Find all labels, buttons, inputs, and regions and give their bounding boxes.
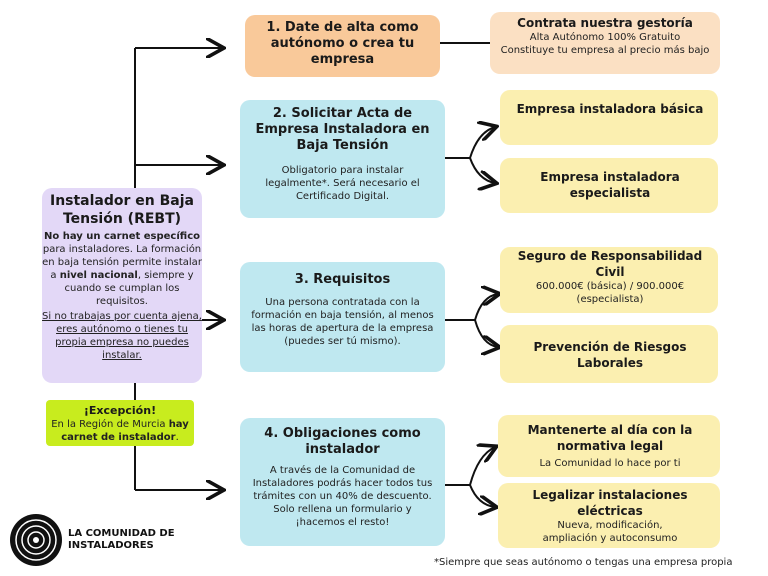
normativa-background [498, 415, 720, 477]
main-box-background [42, 188, 202, 383]
step-2-title: 2. Solicitar Acta de Empresa Instaladora… [255, 106, 430, 153]
exception-box: ¡Excepción! En la Región de Murcia hay c… [50, 404, 190, 444]
basica-background [500, 90, 718, 145]
exception-title: ¡Excepción! [83, 404, 157, 417]
main-paragraph-1: No hay un carnet específico para instala… [42, 231, 202, 307]
especialista-background [500, 158, 718, 213]
seguro-background [500, 247, 718, 313]
legalizar-box: Legalizar instalaciones eléctricas Nueva… [510, 487, 710, 545]
main-paragraph-2: Si no trabajas por cuenta ajena, eres au… [42, 311, 202, 361]
step-3-background [240, 262, 445, 372]
step-4-box: 4. Obligaciones como instalador A través… [250, 426, 435, 529]
gestoria-title: Contrata nuestra gestoría [517, 16, 693, 30]
prevencion-background [500, 325, 718, 383]
legalizar-text: Nueva, modificación, ampliación y autoco… [542, 520, 678, 544]
footnote: *Siempre que seas autónomo o tengas una … [434, 557, 733, 568]
legalizar-title: Legalizar instalaciones eléctricas [532, 488, 688, 518]
step-4-title: 4. Obligaciones como instalador [264, 426, 421, 457]
step-3-box: 3. Requisitos Una persona contratada con… [250, 272, 435, 348]
seguro-box: Seguro de Responsabilidad Civil 600.000€… [510, 248, 710, 306]
seguro-text: 600.000€ (básica) / 900.000€ (especialis… [535, 281, 685, 305]
legalizar-background [498, 483, 720, 548]
step-4-text: A través de la Comunidad de Instaladores… [252, 465, 433, 528]
gestoria-background [490, 12, 720, 74]
gestoria-line-2: Constituye tu empresa al precio más bajo [500, 45, 710, 56]
step-2-background [240, 100, 445, 218]
normativa-title: Mantenerte al día con la normativa legal [527, 423, 693, 453]
logo-text: LA COMUNIDAD DE INSTALADORES [68, 528, 175, 551]
exception-text: En la Región de Murcia hay carnet de ins… [51, 419, 189, 443]
prevencion-title: Prevención de Riesgos Laborales [533, 340, 687, 370]
step-3-text: Una persona contratada con la formación … [251, 297, 434, 347]
gestoria-box: Contrata nuestra gestoría Alta Autónomo … [495, 15, 715, 57]
exception-background [46, 400, 194, 446]
step-2-text: Obligatorio para instalar legalmente*. S… [265, 165, 420, 202]
logo-icon [10, 514, 62, 566]
step-3-title: 3. Requisitos [294, 272, 391, 287]
especialista-title: Empresa instaladora especialista [540, 170, 680, 200]
basica-title: Empresa instaladora básica [516, 102, 704, 116]
step-2-box: 2. Solicitar Acta de Empresa Instaladora… [250, 106, 435, 203]
gestoria-line-1: Alta Autónomo 100% Gratuito [529, 32, 681, 43]
step-1-background [245, 15, 440, 77]
normativa-text: La Comunidad lo hace por ti [539, 458, 681, 469]
seguro-title: Seguro de Responsabilidad Civil [517, 249, 703, 279]
step-4-background [240, 418, 445, 546]
main-box: Instalador en Baja Tensión (REBT) No hay… [42, 192, 202, 362]
step-1-title: 1. Date de alta como autónomo o crea tu … [266, 20, 419, 67]
normativa-box: Mantenerte al día con la normativa legal… [510, 422, 710, 470]
main-title: Instalador en Baja Tensión (REBT) [49, 193, 194, 227]
